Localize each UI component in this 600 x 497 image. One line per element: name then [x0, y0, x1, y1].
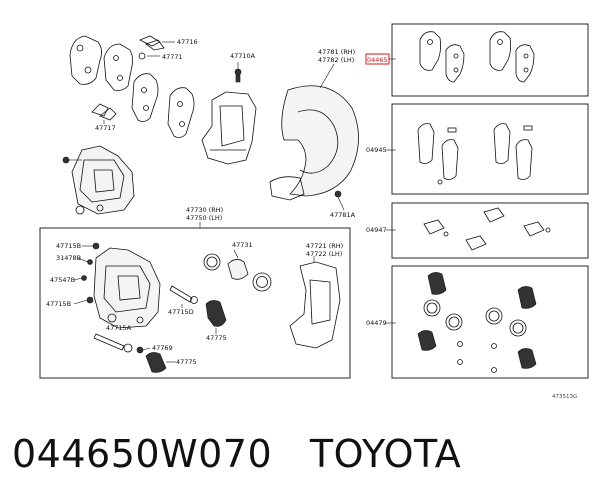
brake-pad-set-upper-left	[69, 35, 195, 138]
label-47782-lh: 47782 (LH)	[318, 56, 354, 64]
caliper-bracket-47721	[289, 256, 341, 349]
boot-47775-lower	[145, 352, 176, 373]
label-47710a: 47710A	[230, 52, 256, 60]
label-47547b: 47547B	[50, 276, 75, 284]
shim-47717	[91, 103, 117, 124]
piston-seal-set-47731	[203, 249, 272, 292]
seal-kit-parts	[417, 272, 537, 373]
label-47771: 47771	[162, 53, 183, 61]
label-47769: 47769	[152, 344, 173, 352]
clip-kit-box-04947	[391, 202, 589, 259]
label-47722-lh: 47722 (LH)	[306, 250, 342, 258]
label-47715a: 47715A	[106, 324, 132, 332]
label-31478b: 31478B	[56, 254, 81, 262]
label-04479: 04479	[366, 319, 387, 327]
label-47775-upper: 47775	[206, 334, 227, 342]
guide-pin-47715a	[93, 333, 133, 353]
mounting-bracket	[201, 62, 257, 165]
parts-diagram: 47716 47771 47717 47710A 47781 (RH) 4778…	[39, 23, 589, 400]
guide-pin-47715d	[169, 285, 198, 308]
label-47731: 47731	[232, 241, 253, 249]
boot-47775-upper	[205, 300, 227, 334]
bleeder-and-bolts	[73, 242, 100, 305]
shim-kit-parts	[417, 123, 533, 185]
label-04945: 04945	[366, 146, 387, 154]
shim-kit-box-04945	[391, 103, 589, 195]
dust-shield	[269, 63, 359, 211]
label-47730-rh: 47730 (RH)	[186, 206, 223, 214]
clip-kit-parts	[423, 207, 551, 251]
diagram-code: 473513G	[552, 394, 577, 400]
label-04465: 04465	[367, 56, 388, 64]
label-47750-lh: 47750 (LH)	[186, 214, 222, 222]
label-47715b-top: 47715B	[56, 242, 81, 250]
label-47775-lower: 47775	[176, 358, 197, 366]
label-47716: 47716	[177, 38, 198, 46]
label-47715b-bottom: 47715B	[46, 300, 71, 308]
label-47717: 47717	[95, 124, 116, 132]
label-47781a: 47781A	[330, 211, 356, 219]
caliper-body	[93, 247, 161, 329]
part-number-caption: 044650W070 TOYOTA	[12, 432, 462, 476]
pad-kit-box-04465	[391, 23, 589, 97]
pad-clips-47716	[138, 35, 175, 60]
pad-kit-pads	[419, 31, 535, 83]
label-04947: 04947	[366, 226, 387, 234]
seal-kit-box-04479	[391, 265, 589, 379]
label-47721-rh: 47721 (RH)	[306, 242, 343, 250]
caliper-assembly-small	[62, 145, 135, 215]
label-47715d: 47715D	[168, 308, 194, 316]
label-47781-rh: 47781 (RH)	[318, 48, 355, 56]
caliper-parts-box	[39, 227, 351, 379]
bushing-47769	[136, 346, 151, 354]
